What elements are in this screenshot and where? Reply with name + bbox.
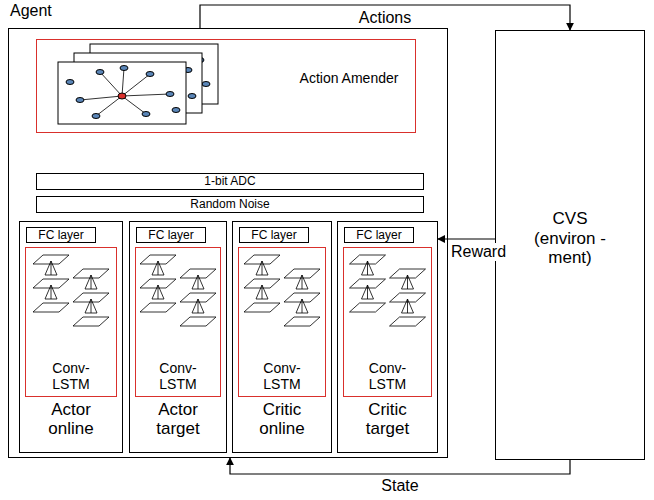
node-label: Conv- LSTM [360,360,416,392]
node-label: Conv- LSTM [150,360,206,392]
node-label: CVS (environ -ment) [528,209,612,268]
col-box: Actor online FC layerConv- LSTM [19,221,123,453]
fc-box: FC layer [344,227,414,243]
bar-box: Random Noise [36,196,424,213]
edge-label: Actions [357,9,413,27]
node-label: Actor online [37,401,105,438]
node-label: Conv- LSTM [43,360,99,392]
bar-box: 1-bit ADC [36,173,424,190]
graph-pages [58,44,218,124]
conv-box: Conv- LSTM [343,247,432,397]
node-label: FC layer [345,228,413,242]
node-label: Random Noise [37,197,423,212]
node-label: Actor target [144,401,212,438]
node-label: Critic target [354,401,422,438]
node-label: Critic online [248,401,316,438]
fc-box: FC layer [239,227,309,243]
fc-box: FC layer [26,227,96,243]
amender-box: Action Amender [36,39,416,133]
node-label: Conv- LSTM [254,360,310,392]
connector-arrow [230,458,570,474]
agent-box: AgentAction Amender1-bit ADCRandom Noise… [8,28,448,458]
conv-box: Conv- LSTM [25,247,117,397]
node-label: Agent [10,2,52,20]
fc-box: FC layer [136,227,206,243]
node-label: 1-bit ADC [37,174,423,189]
edge-label: Reward [449,243,508,261]
connector-arrow [438,238,495,239]
edge-label: State [379,477,420,495]
col-box: Critic online FC layerConv- LSTM [232,221,332,453]
node-label: FC layer [240,228,308,242]
conv-box: Conv- LSTM [135,247,221,397]
cvs-box: CVS (environ -ment) [495,30,645,460]
node-label: FC layer [137,228,205,242]
convlstm-glyphs [33,255,426,326]
connector-arrow [200,5,570,30]
node-label: Action Amender [289,70,409,86]
conv-box: Conv- LSTM [238,247,326,397]
node-label: FC layer [27,228,95,242]
col-box: Critic target FC layerConv- LSTM [337,221,438,453]
col-box: Actor target FC layerConv- LSTM [129,221,227,453]
